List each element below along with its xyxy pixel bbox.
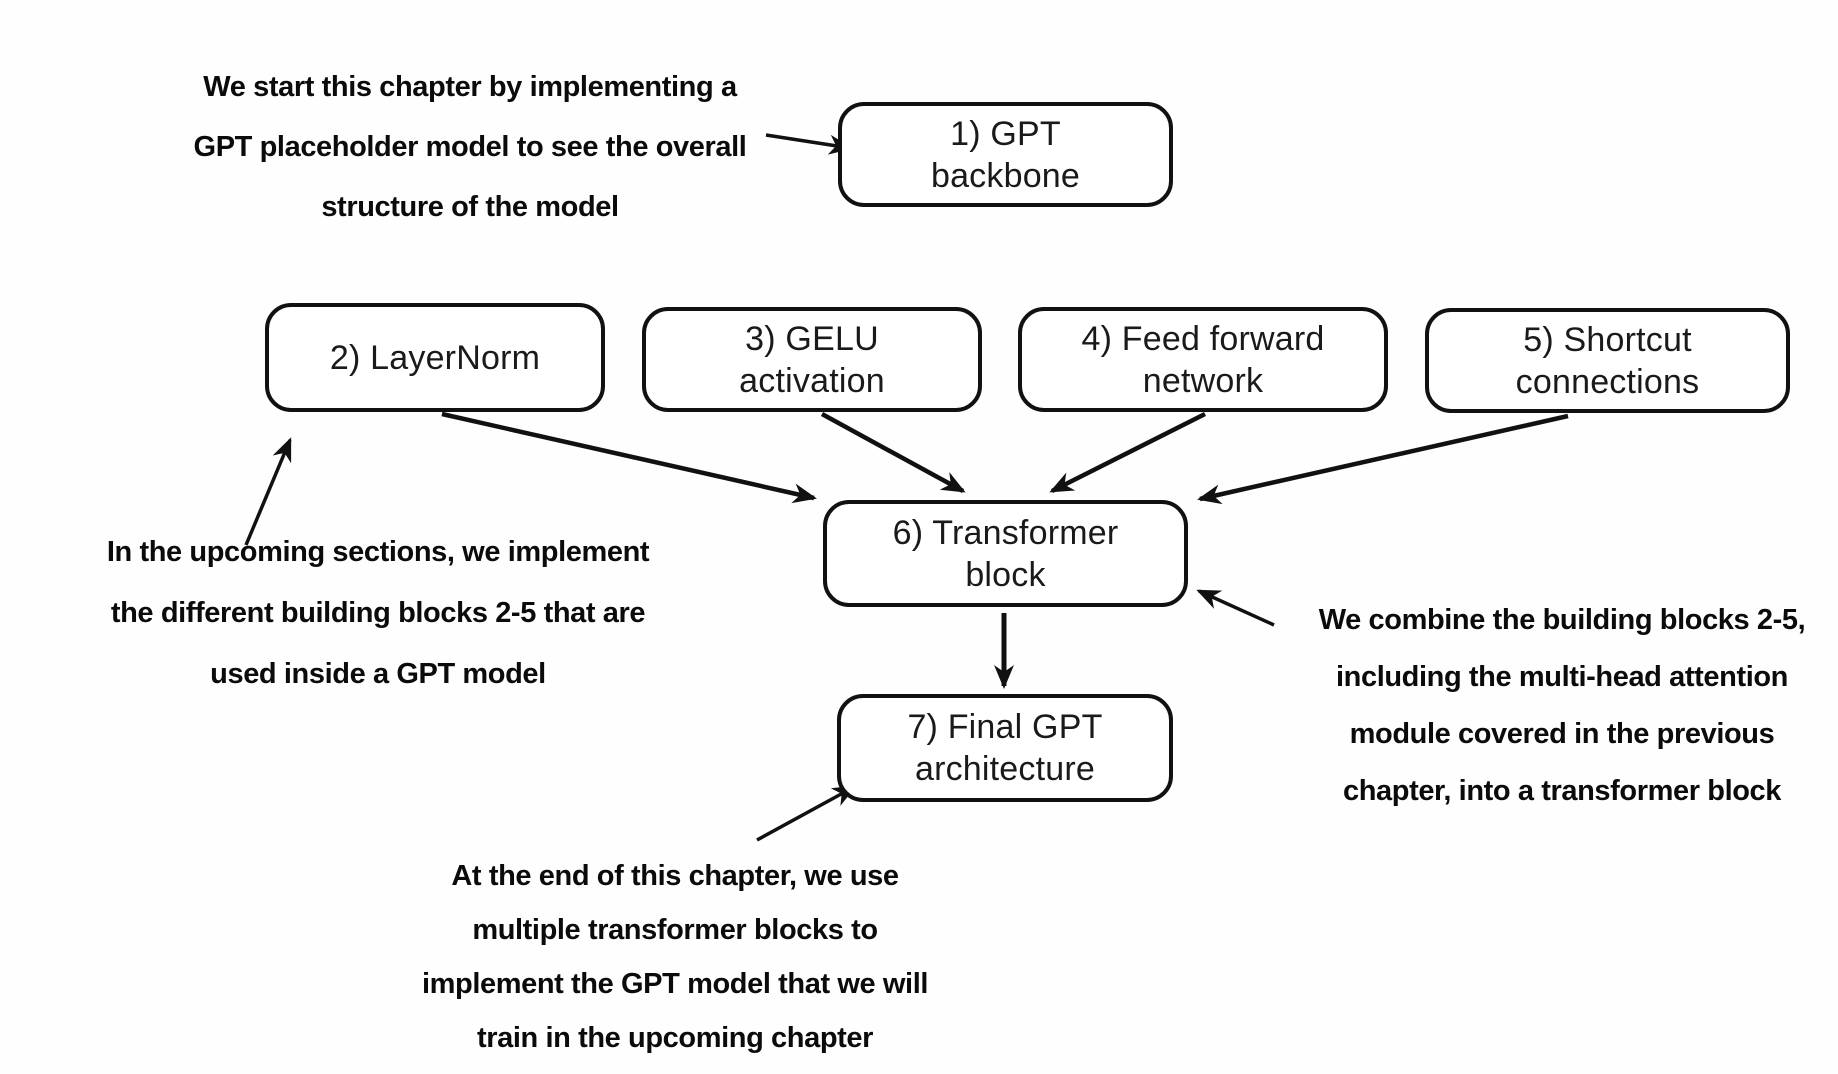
node-final-gpt-architecture: 7) Final GPT architecture xyxy=(837,694,1173,802)
node-feed-forward-network: 4) Feed forward network xyxy=(1018,307,1388,412)
arrow-gelu-activation-to-transformer-block xyxy=(820,412,966,493)
arrow-final-note-to-final-gpt-architecture xyxy=(756,785,857,842)
annotation-intro-note: We start this chapter by implementing a … xyxy=(193,71,747,223)
annotation-combine-note: We combine the building blocks 2-5, incl… xyxy=(1318,604,1806,807)
node-transformer-block: 6) Transformer block xyxy=(823,500,1188,607)
arrow-feed-forward-network-to-transformer-block xyxy=(1049,411,1207,494)
node-shortcut-connections: 5) Shortcut connections xyxy=(1425,308,1790,413)
node-layernorm: 2) LayerNorm xyxy=(265,303,605,412)
arrow-shortcut-connections-to-transformer-block xyxy=(1197,413,1569,505)
arrow-layernorm-to-transformer-block xyxy=(441,411,817,504)
annotation-final-note: At the end of this chapter, we use multi… xyxy=(421,860,929,1054)
annotation-building-blocks-note: In the upcoming sections, we implement t… xyxy=(106,536,650,690)
node-gelu-activation: 3) GELU activation xyxy=(642,307,982,412)
node-gpt-backbone: 1) GPT backbone xyxy=(838,102,1173,207)
arrow-combine-note-to-transformer-block xyxy=(1196,589,1275,627)
